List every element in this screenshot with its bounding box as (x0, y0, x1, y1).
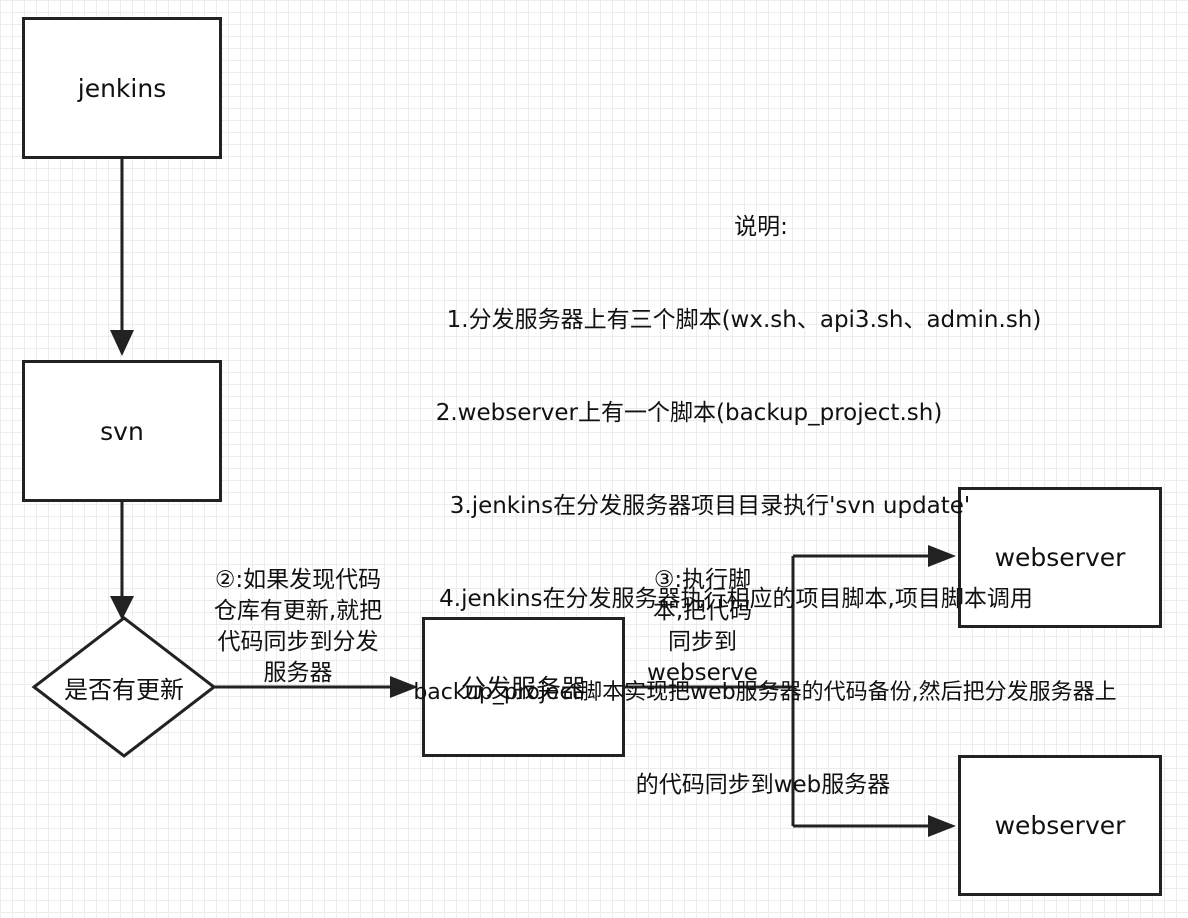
description-block: 说明: 1.分发服务器上有三个脚本(wx.sh、api3.sh、admin.sh… (340, 150, 1188, 832)
description-title: 说明: (734, 214, 788, 240)
description-line-4: 4.jenkins在分发服务器执行相应的项目脚本,项目脚本调用 (439, 586, 1033, 612)
decision-label: 是否有更新 (64, 675, 184, 704)
edge-label-update-found: ②:如果发现代码 仓库有更新,就把 代码同步到分发 服务器 (213, 567, 383, 686)
description-line-1: 1.分发服务器上有三个脚本(wx.sh、api3.sh、admin.sh) (446, 307, 1042, 333)
webserver-2-label: webserver (994, 811, 1126, 840)
arrowhead-webserver-2 (928, 815, 956, 837)
webserver-node-1: webserver (958, 487, 1162, 628)
dist-server-label: 分发服务器 (460, 674, 586, 703)
description-line-5: backup_project脚本实现把web服务器的代码备份,然后把分发服务器上 (413, 680, 1117, 705)
description-line-6: 的代码同步到web服务器 (635, 772, 891, 798)
arrowhead-webserver-1 (928, 545, 956, 567)
dist-server-node: 分发服务器 (422, 617, 625, 757)
jenkins-node: jenkins (22, 17, 222, 159)
description-line-3: 3.jenkins在分发服务器项目目录执行'svn update' (449, 493, 971, 519)
svn-node: svn (22, 360, 222, 502)
svn-label: svn (100, 416, 144, 446)
jenkins-label: jenkins (77, 73, 167, 103)
webserver-node-2: webserver (958, 755, 1162, 896)
arrowhead-svn (110, 330, 134, 356)
edge-label-run-script: ③:执行脚 本,把代码 同步到 webserve (647, 567, 758, 686)
webserver-1-label: webserver (994, 543, 1126, 572)
arrowhead-decision (110, 596, 134, 620)
arrowhead-dist (390, 676, 418, 698)
description-line-2: 2.webserver上有一个脚本(backup_project.sh) (435, 400, 943, 426)
decision-diamond (31, 616, 217, 758)
